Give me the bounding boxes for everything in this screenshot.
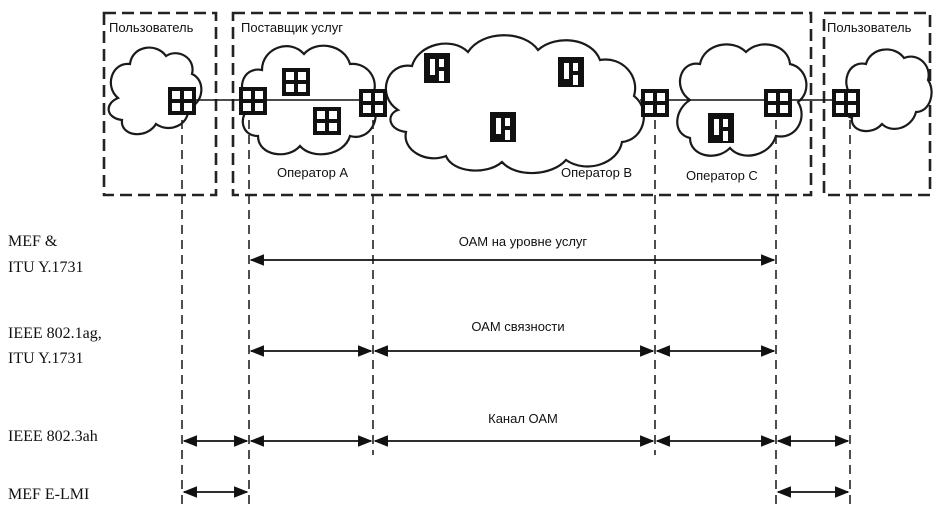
switch-icon	[239, 87, 267, 115]
row3-label: IEEE 802.3ah	[8, 428, 98, 445]
operator-b-label: Оператор B	[561, 165, 632, 180]
router-icon	[490, 112, 516, 142]
user-left-label: Пользователь	[109, 20, 194, 35]
service-provider-box	[231, 11, 813, 197]
row1-label-line2: ITU Y.1731	[8, 259, 84, 276]
switch-icon	[313, 107, 341, 135]
user-right-label: Пользователь	[827, 20, 912, 35]
row2-label-line1: IEEE 802.1ag,	[8, 325, 102, 342]
cloud-icon	[841, 48, 933, 133]
row1-label-line1: MEF &	[8, 233, 58, 250]
operator-c-label: Оператор C	[686, 168, 758, 183]
row2-center-label: ОАМ связности	[471, 319, 564, 334]
user-left-box	[102, 11, 218, 197]
switch-icon	[282, 68, 310, 96]
switch-icon	[832, 89, 860, 117]
operator-a-label: Оператор A	[277, 165, 348, 180]
row1-center-label: ОАМ на уровне услуг	[459, 234, 588, 249]
router-icon	[708, 113, 734, 143]
router-icon	[558, 57, 584, 87]
row2-label-line2: ITU Y.1731	[8, 350, 84, 367]
switch-icon	[764, 89, 792, 117]
switch-icon	[168, 87, 196, 115]
router-icon	[424, 53, 450, 83]
switch-icon	[359, 89, 387, 117]
provider-label: Поставщик услуг	[241, 20, 343, 35]
row3-center-label: Канал ОАМ	[488, 411, 558, 426]
switch-icon	[641, 89, 669, 117]
row4-label: MEF E-LMI	[8, 486, 89, 503]
